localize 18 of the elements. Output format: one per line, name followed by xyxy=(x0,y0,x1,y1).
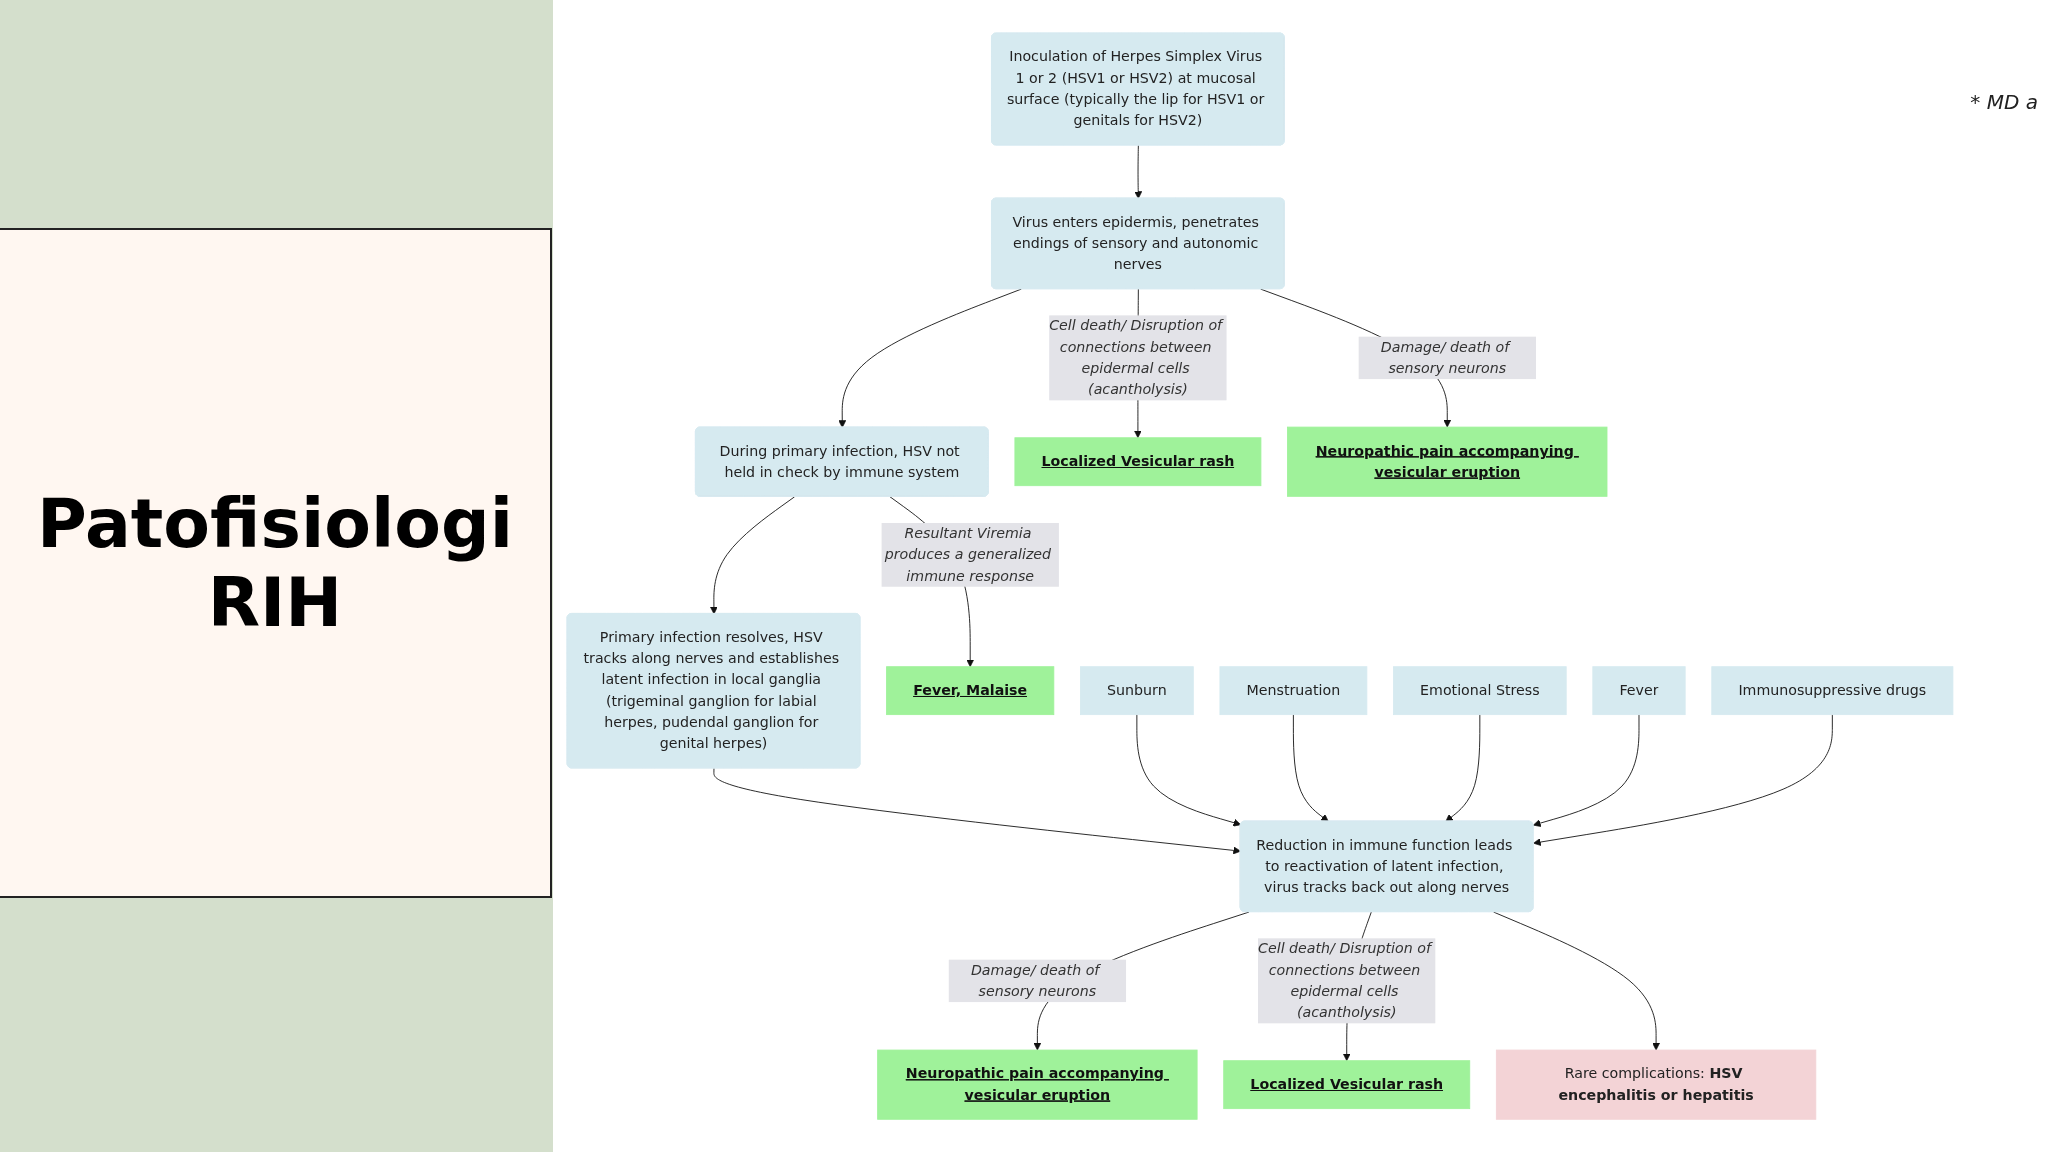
edge-label: Cell death/ Disruption of connections between epidermal cells (acantholysis) xyxy=(1258,939,1431,1021)
node-box: Menstruation xyxy=(1219,666,1368,715)
node-box: Fever xyxy=(1592,666,1686,715)
edge-label: Damage/ death of sensory neurons xyxy=(1380,338,1510,377)
note: * MD a xyxy=(1970,90,2038,114)
node-box: Sunburn xyxy=(1080,666,1194,715)
node-box: Emotional Stress xyxy=(1393,666,1567,715)
edge-label: Cell death/ Disruption of connections between epidermal cells (acantholysis) xyxy=(1049,316,1223,398)
node-box: Neuropathic pain accompanying vesicular eruption xyxy=(1287,426,1608,497)
edge-label: Resultant Viremia produces a generalized immune response xyxy=(884,524,1052,584)
slide-title: Patofisiologi RIH xyxy=(35,484,514,642)
node-box: Fever, Malaise xyxy=(886,666,1055,715)
node-box: Rare complications: HSV encephalitis or hepatitis xyxy=(1495,1049,1817,1120)
node-box: Localized Vesicular rash xyxy=(1223,1060,1471,1109)
node-box: Neuropathic pain accompanying vesicular eruption xyxy=(877,1049,1198,1120)
edge-label: Damage/ death of sensory neurons xyxy=(970,961,1100,1000)
node-box: Immunosuppressive drugs xyxy=(1711,666,1954,715)
node-box: Localized Vesicular rash xyxy=(1014,437,1262,486)
